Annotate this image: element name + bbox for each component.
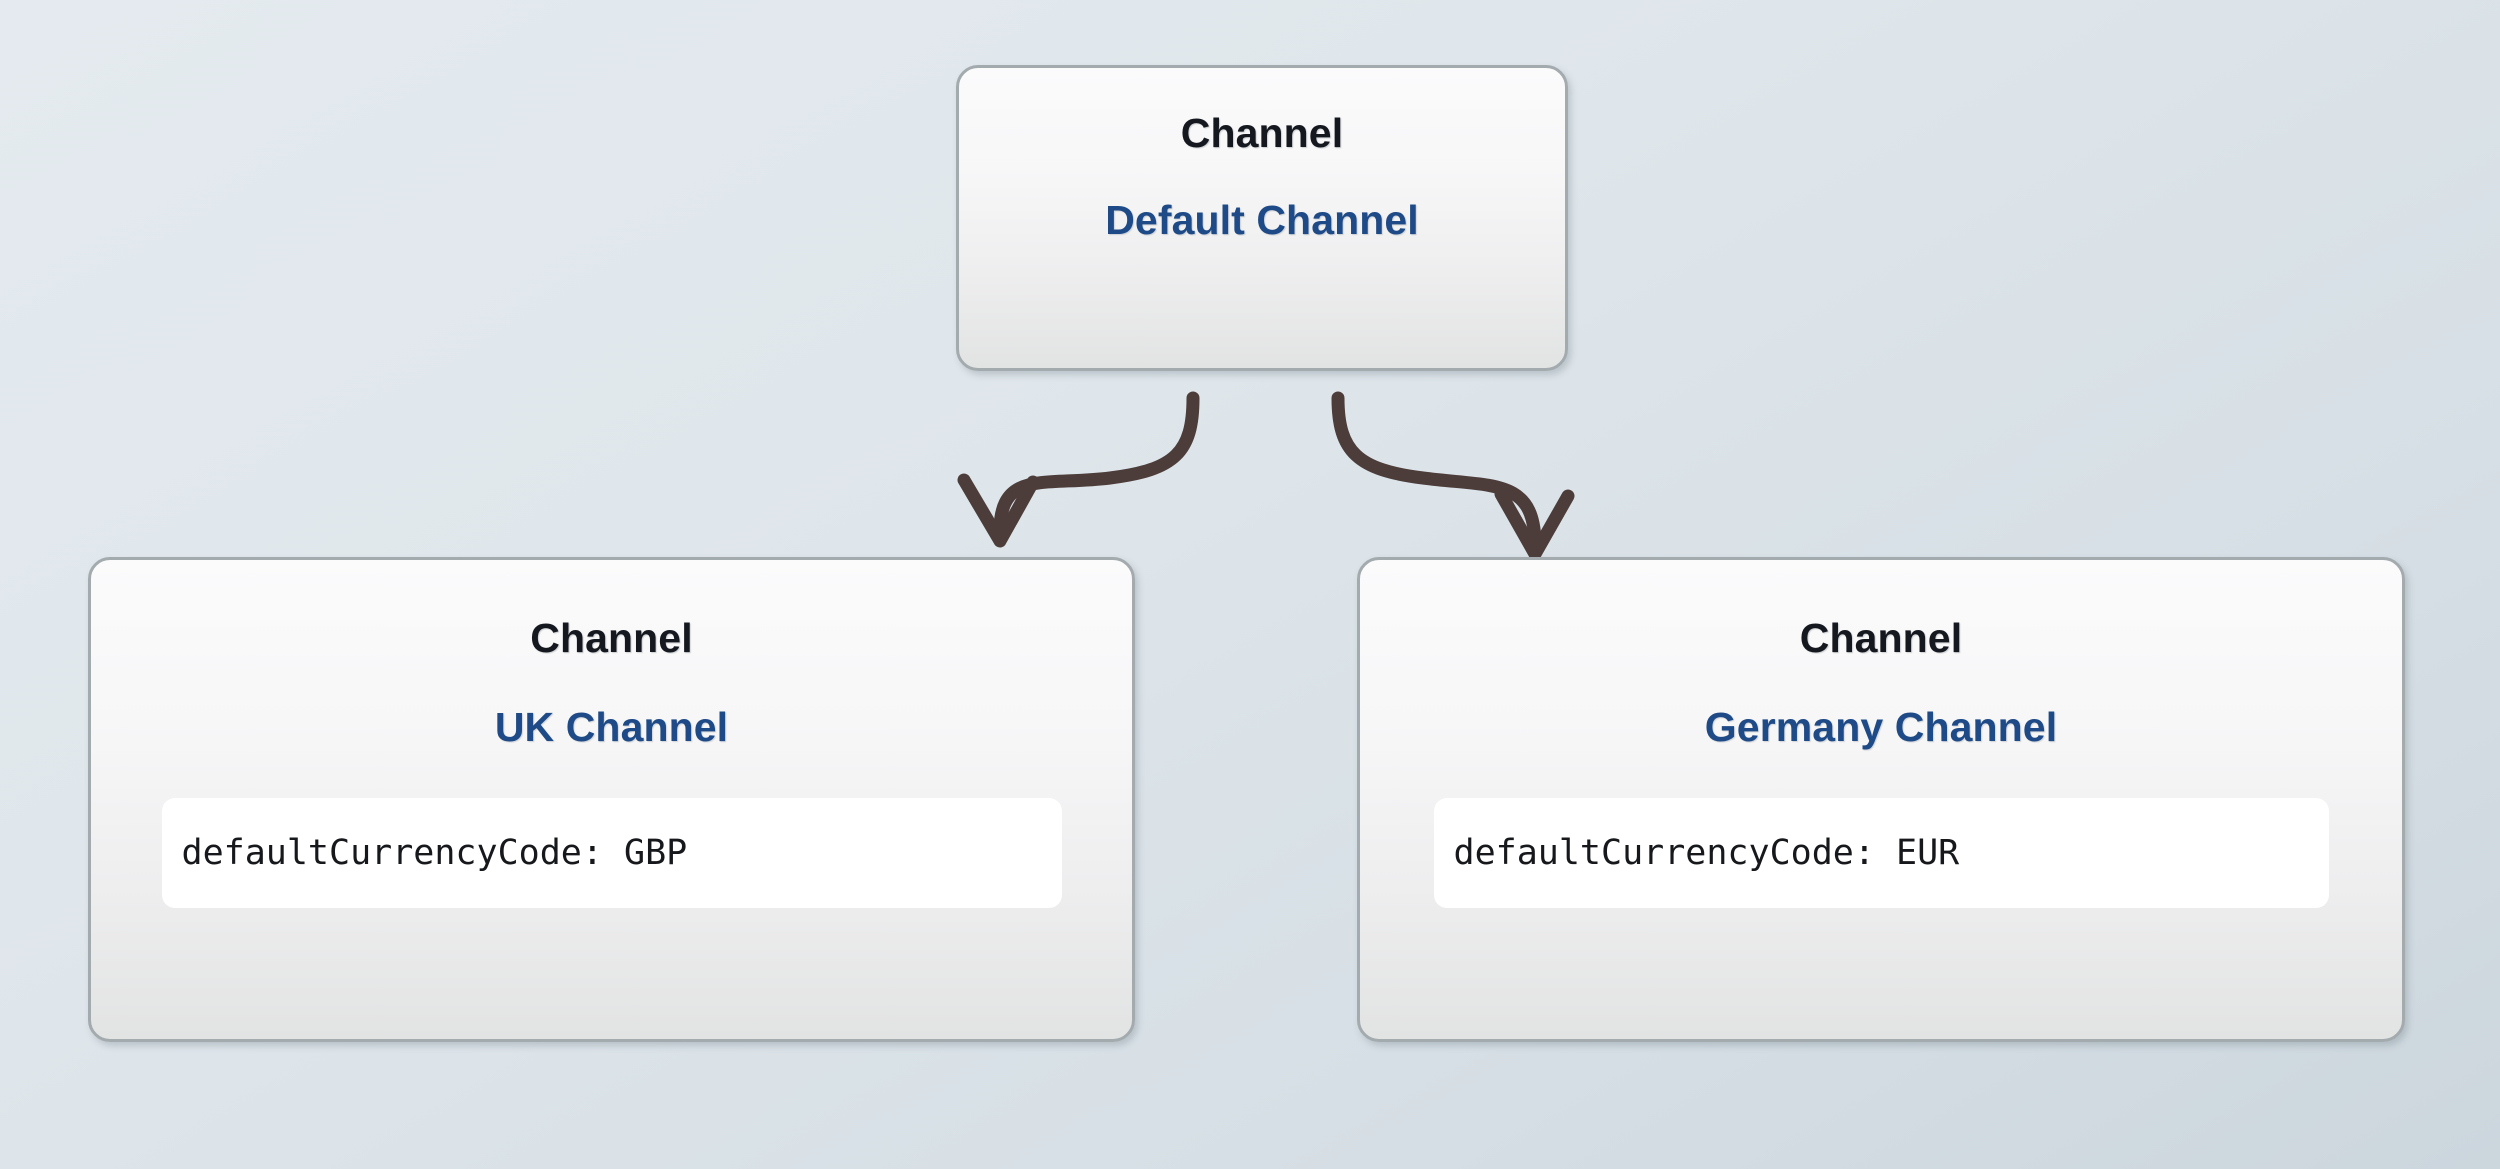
edge-root-to-uk xyxy=(993,391,1200,535)
node-uk-channel[interactable]: Channel UK Channel defaultCurrencyCode: … xyxy=(88,557,1135,1042)
attribute-default-currency-code: defaultCurrencyCode: EUR xyxy=(1453,833,1960,873)
node-name-label: UK Channel xyxy=(494,704,729,750)
edge-root-to-germany-arrowhead xyxy=(1494,487,1575,561)
edge-root-to-uk-arrowhead xyxy=(957,473,1040,548)
node-germany-channel[interactable]: Channel Germany Channel defaultCurrencyC… xyxy=(1357,557,2405,1042)
node-type-label: Channel xyxy=(530,615,693,661)
node-name-label: Germany Channel xyxy=(1704,704,2058,750)
node-type-label: Channel xyxy=(1180,110,1344,156)
node-attribute-row: defaultCurrencyCode: GBP xyxy=(161,798,1062,908)
node-default-channel[interactable]: Channel Default Channel xyxy=(956,65,1568,371)
attribute-default-currency-code: defaultCurrencyCode: GBP xyxy=(181,833,688,873)
node-name-label: Default Channel xyxy=(1105,197,1419,243)
node-attribute-row: defaultCurrencyCode: EUR xyxy=(1433,798,2329,908)
node-type-label: Channel xyxy=(1799,615,1963,661)
edge-root-to-germany xyxy=(1331,391,1542,548)
